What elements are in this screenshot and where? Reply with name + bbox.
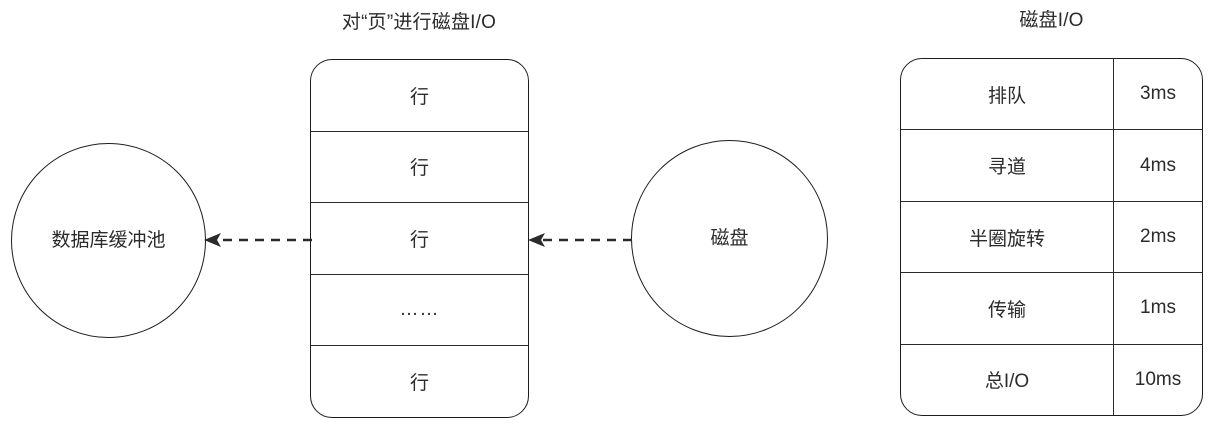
table-cell-value: 3ms (1113, 59, 1202, 130)
disk-io-title: 磁盘I/O (1019, 10, 1084, 31)
arrow-disk-to-page-icon (528, 233, 632, 247)
table-cell-name: 半圈旋转 (968, 228, 1045, 250)
table-cell-name: 寻道 (987, 157, 1026, 179)
page-row: 行 (311, 130, 528, 203)
table-row-total: 总I/O 10ms (901, 343, 1202, 415)
page-row: 行 (311, 202, 528, 274)
table-cell-name: 传输 (987, 299, 1026, 321)
table-row: 排队 3ms (901, 59, 1202, 130)
table-row: 寻道 4ms (901, 129, 1202, 201)
buffer-pool-node: 数据库缓冲池 (11, 143, 206, 338)
page-row: 行 (409, 86, 429, 108)
buffer-pool-label: 数据库缓冲池 (51, 229, 166, 251)
table-cell-name: 排队 (987, 85, 1026, 107)
table-cell-value: 4ms (1113, 130, 1202, 201)
disk-io-table: 排队 3ms 寻道 4ms 半圈旋转 2ms 传输 1ms 总I/O 10ms (900, 58, 1203, 416)
arrow-page-to-buffer-pool-icon (204, 233, 312, 247)
table-row: 传输 1ms (901, 272, 1202, 344)
page-row: 行 (311, 345, 528, 417)
table-cell-value: 10ms (1113, 344, 1202, 415)
table-cell-name: 总I/O (984, 371, 1030, 393)
disk-node: 磁盘 (631, 140, 828, 337)
table-row: 半圈旋转 2ms (901, 200, 1202, 273)
table-cell-value: 1ms (1113, 273, 1202, 344)
table-cell-value: 2ms (1113, 201, 1202, 273)
page-row-ellipsis: …… (311, 273, 528, 346)
page-box: 行 行 行 …… 行 (310, 59, 529, 418)
disk-label: 磁盘 (710, 227, 749, 249)
page-io-title: 对“页”进行磁盘I/O (341, 12, 497, 33)
